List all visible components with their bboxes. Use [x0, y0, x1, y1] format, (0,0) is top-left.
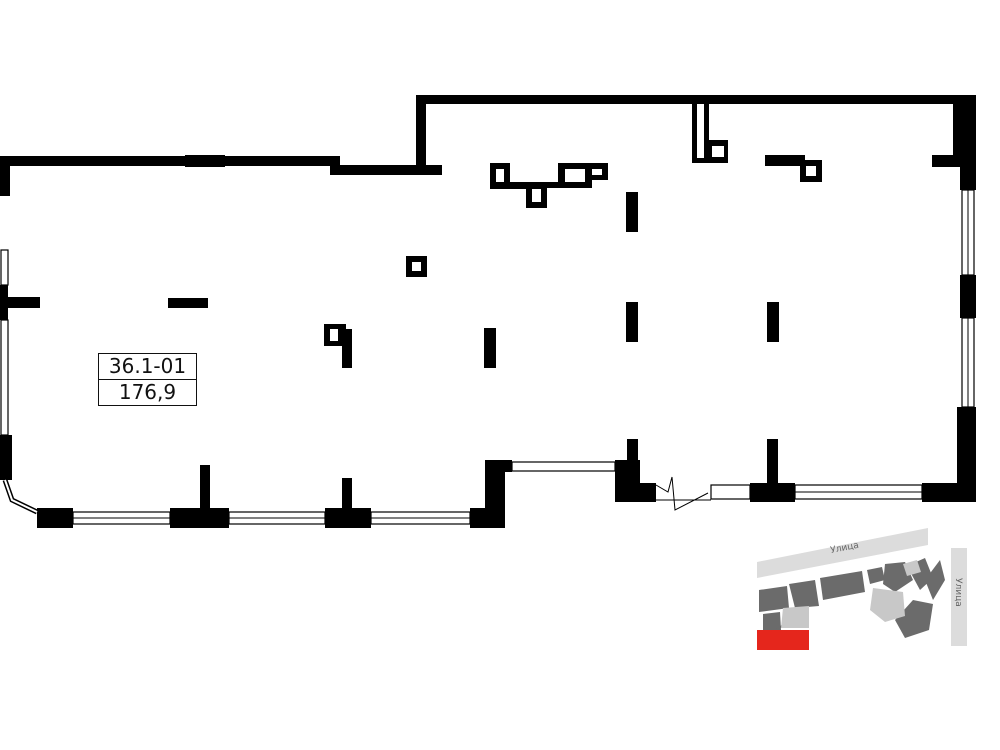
location-minimap: Улица Улица — [757, 528, 967, 650]
outer-walls — [0, 95, 976, 528]
street-top — [757, 528, 928, 578]
windows — [0, 189, 975, 525]
highlighted-unit — [757, 630, 809, 650]
unit-area: 176,9 — [99, 379, 196, 405]
columns — [168, 192, 779, 485]
unit-label: 36.1-01 176,9 — [98, 353, 197, 406]
entrance-door — [655, 476, 711, 511]
street-right — [951, 548, 967, 646]
buildings — [757, 558, 945, 648]
street-label-right: Улица — [953, 578, 963, 607]
shafts — [490, 104, 822, 208]
unit-number: 36.1-01 — [108, 354, 187, 378]
buildings-light — [781, 560, 921, 628]
